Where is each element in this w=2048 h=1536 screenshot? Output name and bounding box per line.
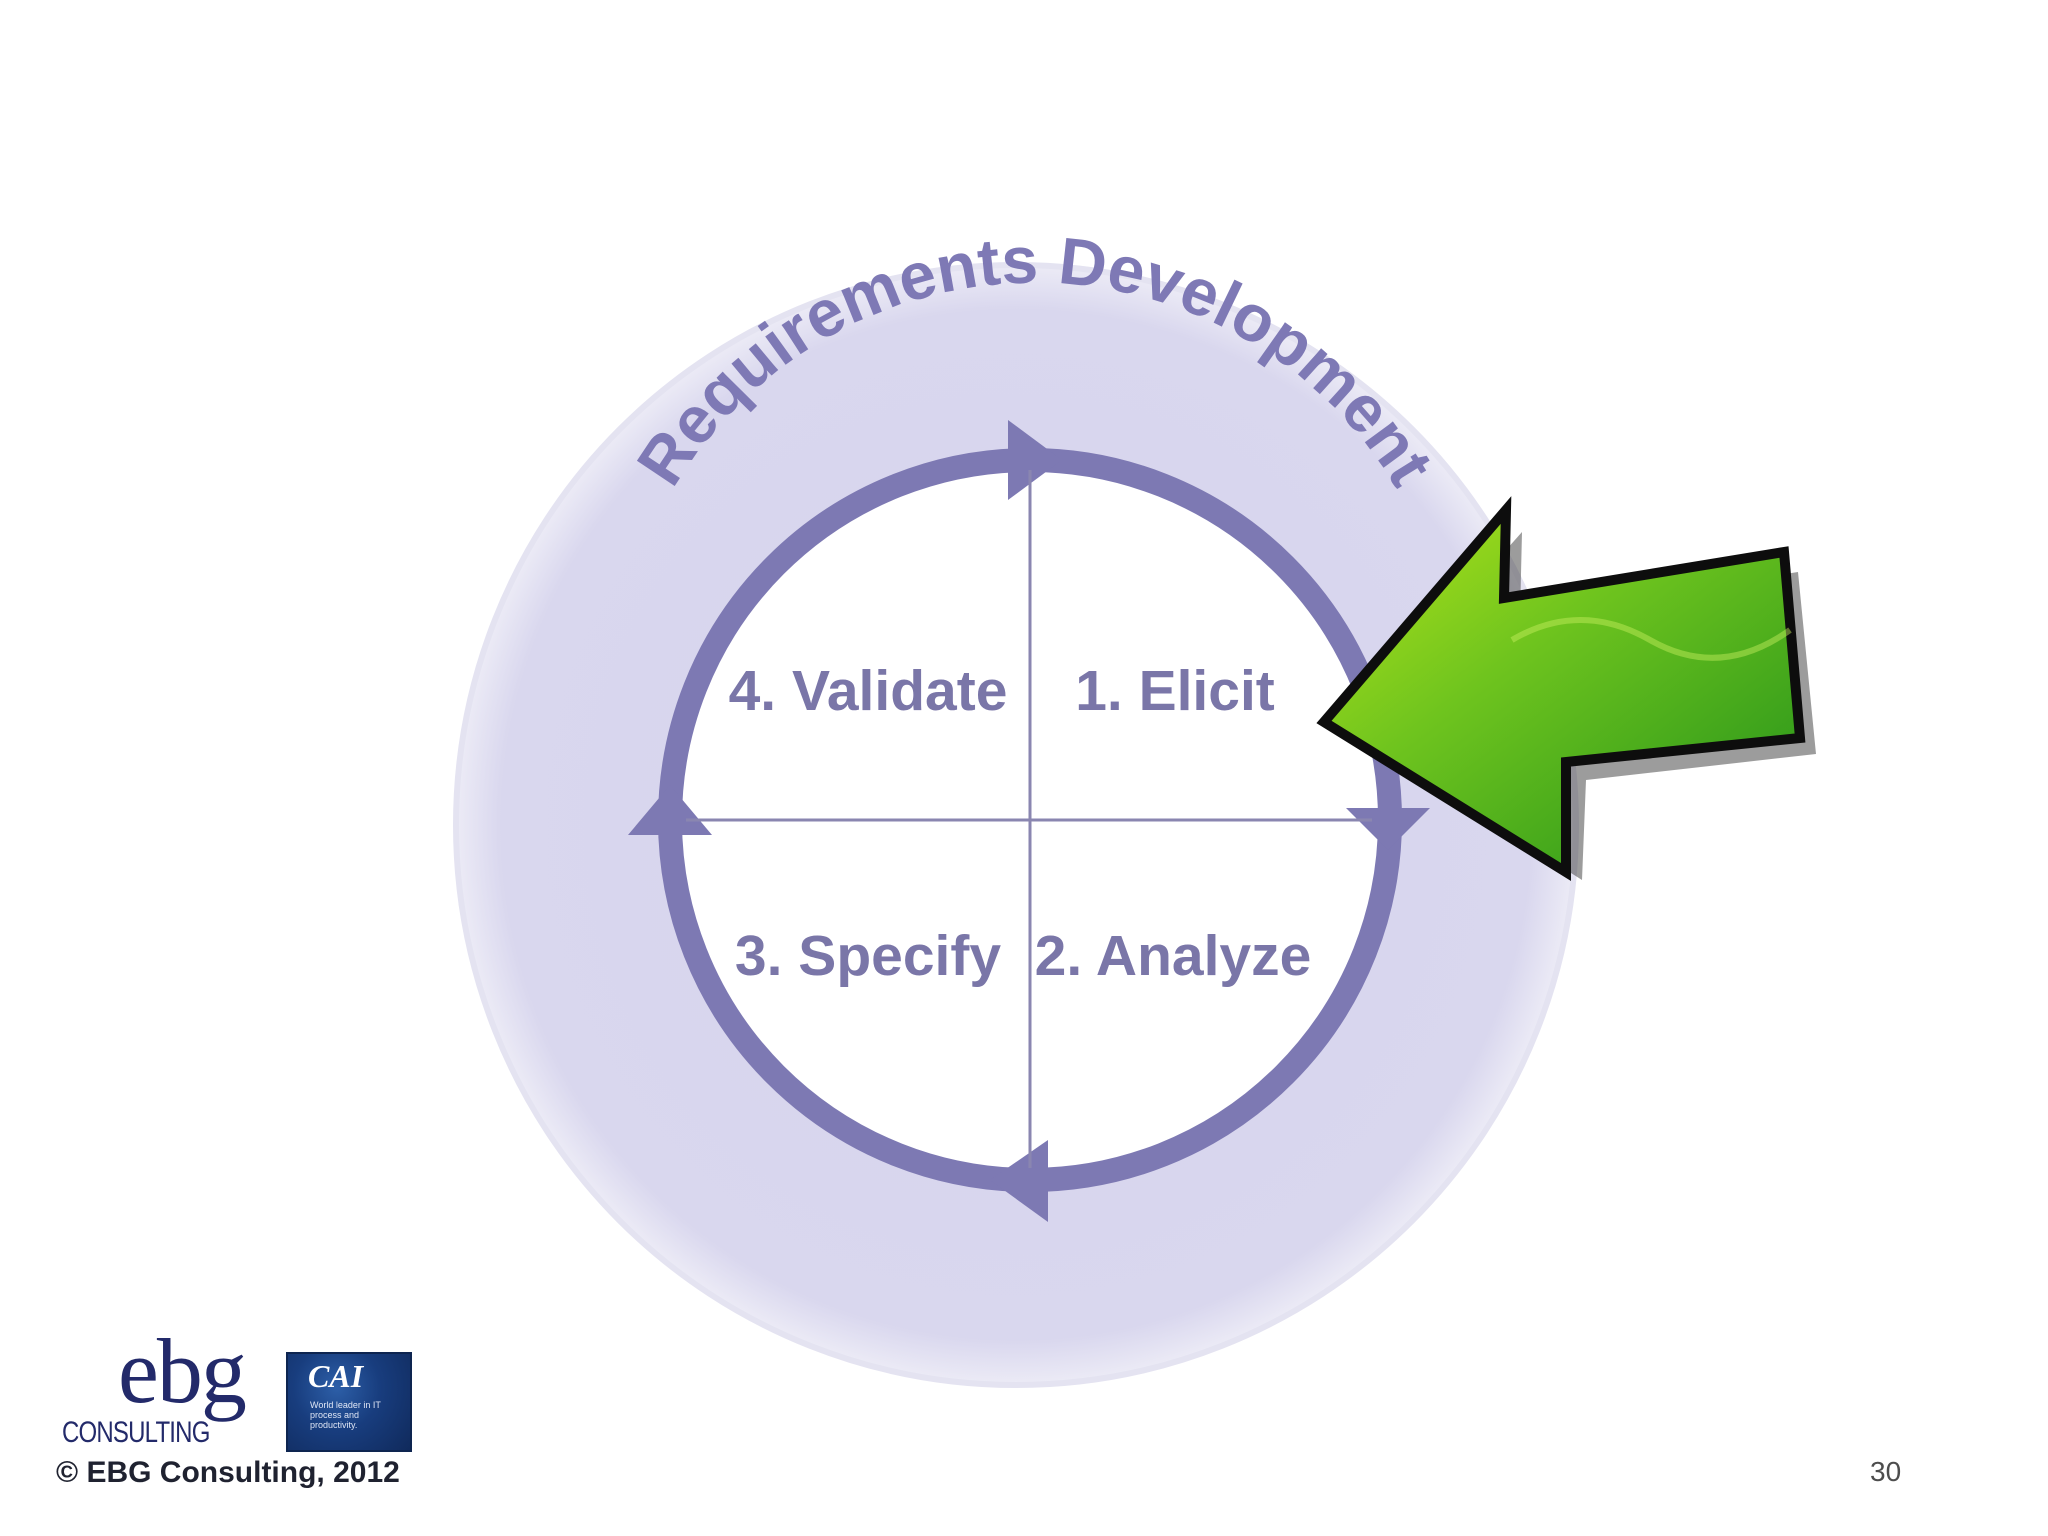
cycle-arrowhead-top bbox=[1008, 420, 1062, 500]
quadrant-specify-label: 3. Specify bbox=[735, 924, 1001, 988]
ebg-logo-word: ebg bbox=[118, 1320, 247, 1422]
cycle-arrowhead-left bbox=[628, 785, 712, 835]
green-pointer-arrow-icon bbox=[1316, 496, 1816, 881]
cai-logo: CAI World leader in IT process and produ… bbox=[286, 1352, 412, 1452]
cycle-arrowhead-bottom bbox=[990, 1140, 1048, 1222]
cai-logo-name: CAI bbox=[308, 1358, 364, 1394]
quadrant-analyze-label: 2. Analyze bbox=[1035, 924, 1312, 988]
quadrant-elicit-label: 1. Elicit bbox=[1075, 659, 1275, 723]
quadrant-validate-label: 4. Validate bbox=[729, 659, 1008, 723]
page-number: 30 bbox=[1870, 1456, 1902, 1487]
ebg-consulting-logo: ebg CONSULTING bbox=[58, 1320, 258, 1458]
ebg-logo-subtitle: CONSULTING bbox=[62, 1416, 210, 1449]
cai-logo-tagline: World leader in IT process and productiv… bbox=[310, 1400, 381, 1430]
copyright-notice: © EBG Consulting, 2012 bbox=[56, 1456, 400, 1489]
